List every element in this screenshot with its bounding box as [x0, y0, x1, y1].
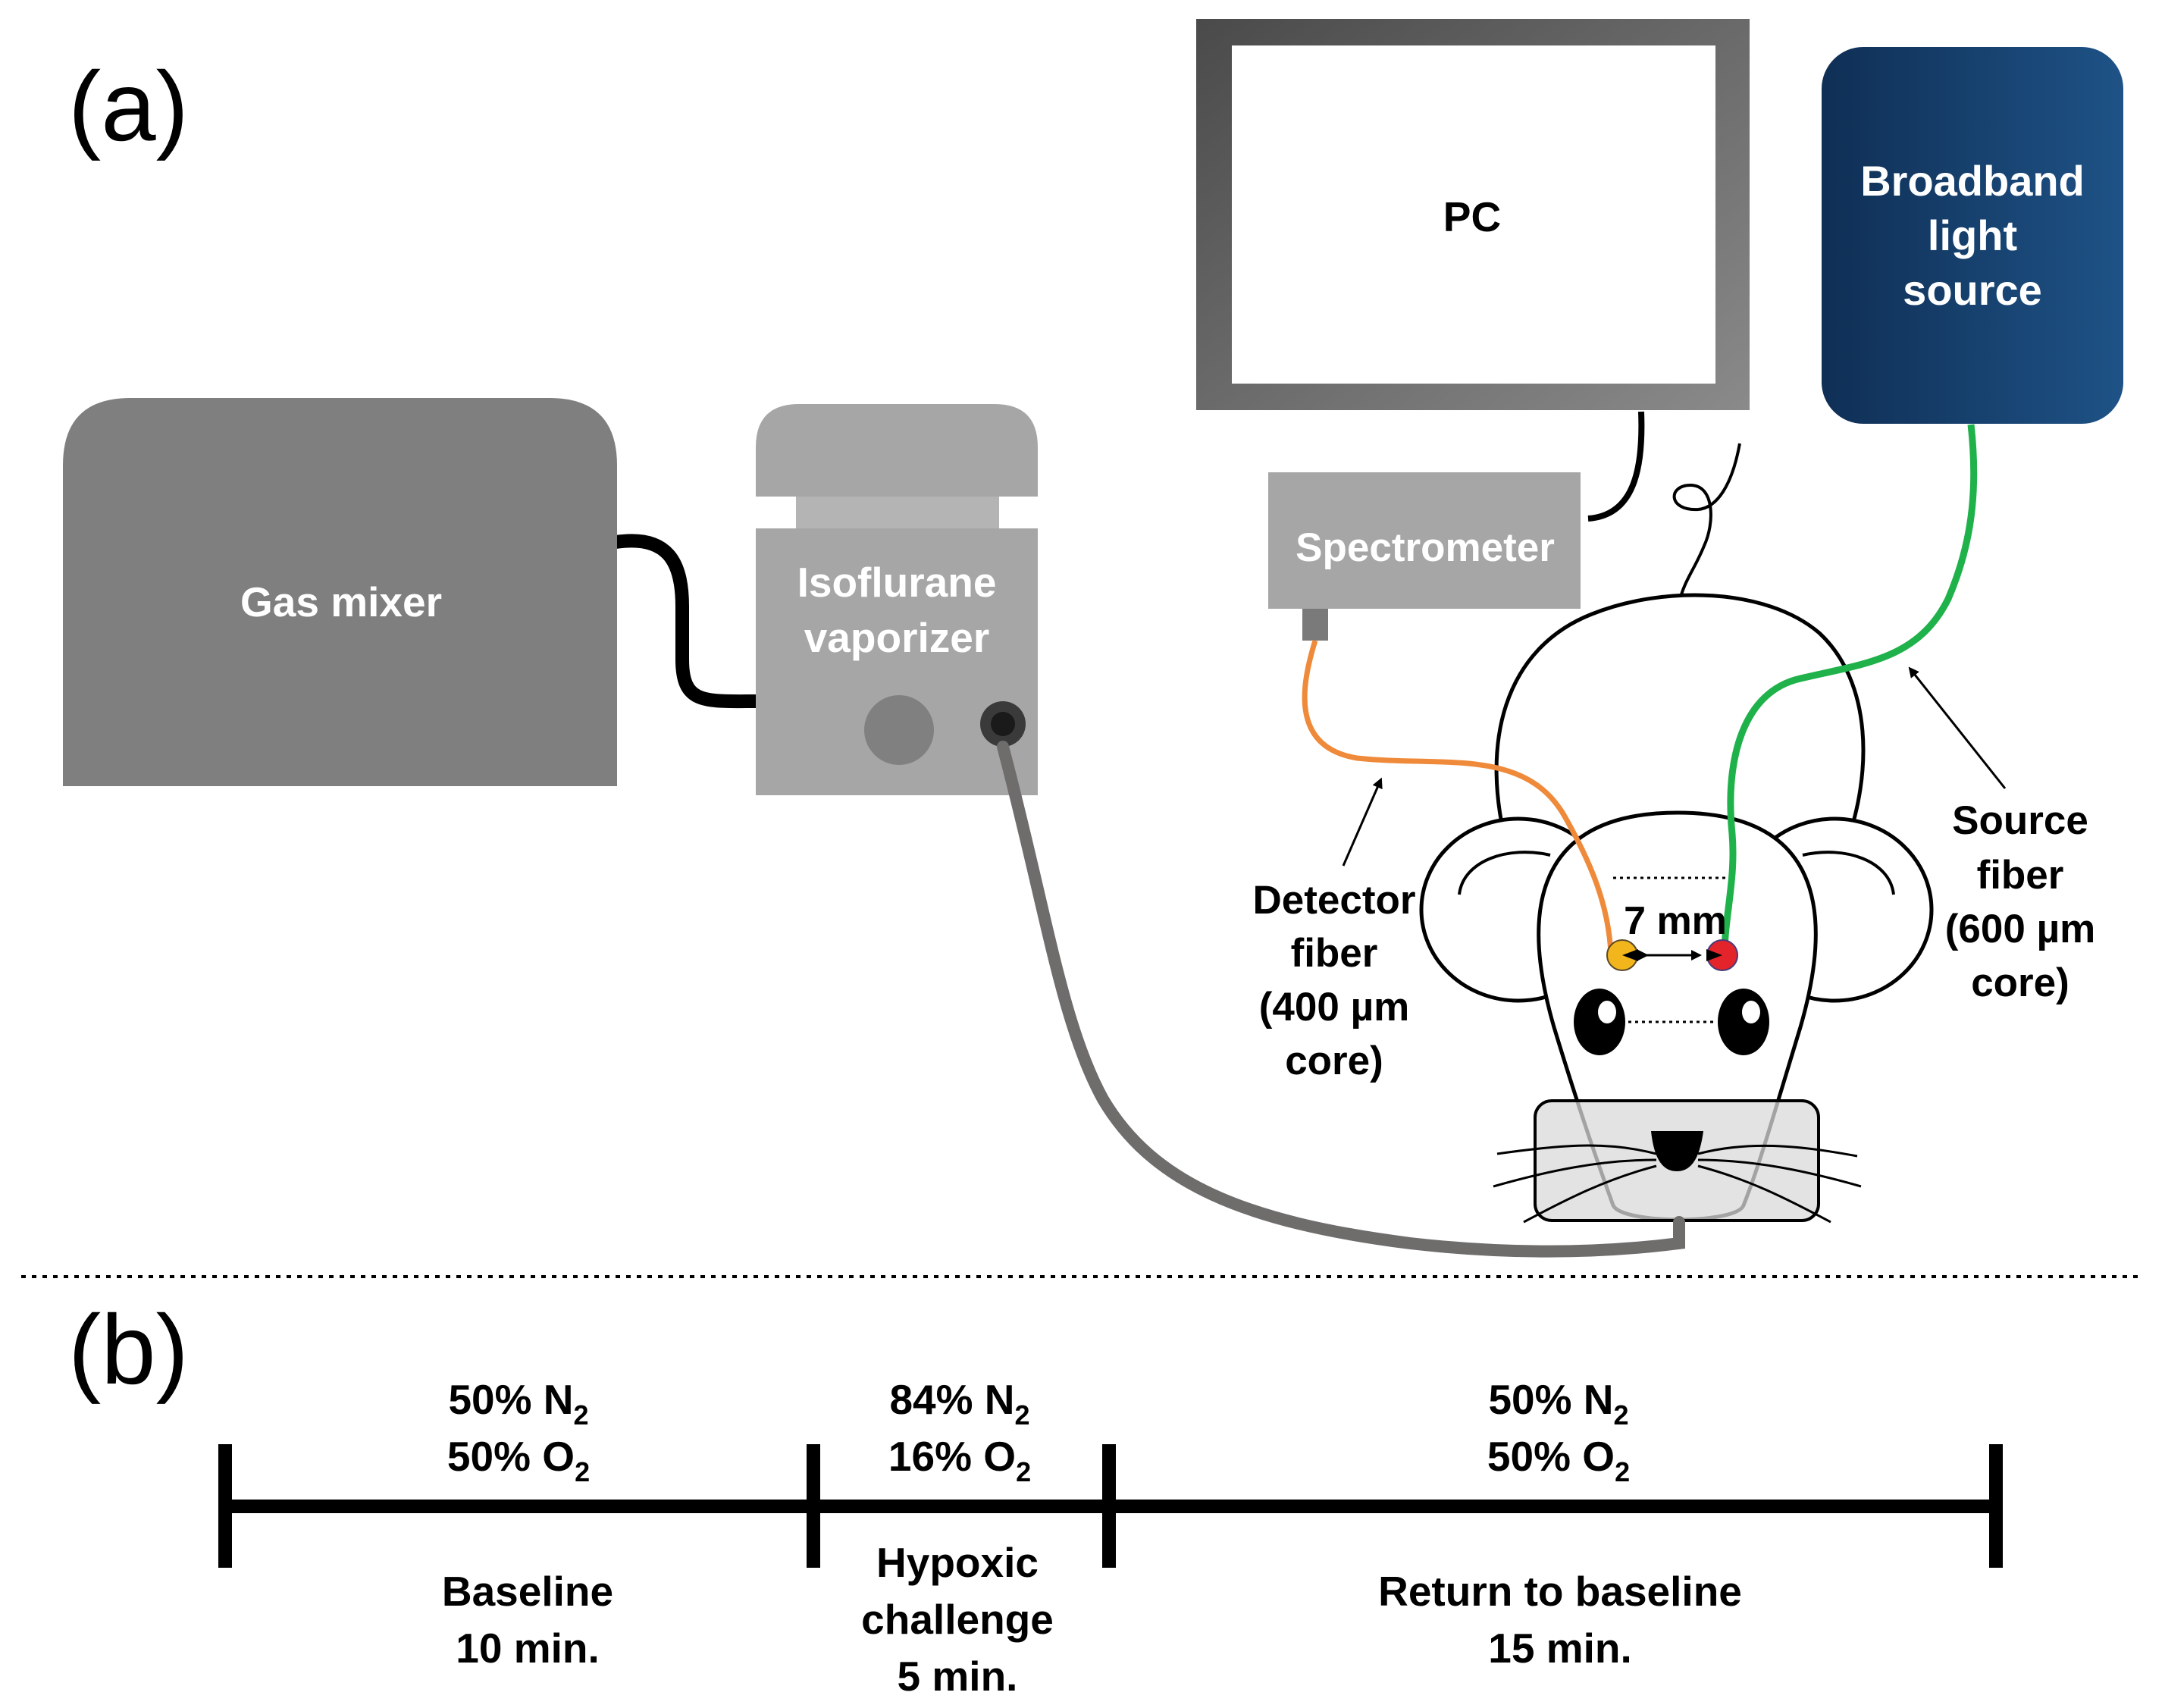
- phase-baseline: 50% N2 50% O2 Baseline 10 min.: [442, 1376, 613, 1672]
- mouse-body: [1494, 593, 1866, 854]
- phase-gas-n2: 84% N2: [889, 1376, 1029, 1431]
- broadband-light-source: Broadband light source: [1822, 47, 2123, 424]
- mouse-right-eye: [1718, 989, 1769, 1055]
- isoflurane-vaporizer: Isoflurane vaporizer: [756, 404, 1038, 795]
- detector-fiber-label: Detector fiber (400 µm core): [1252, 878, 1415, 1083]
- spectrometer-label: Spectrometer: [1296, 525, 1555, 570]
- fiber-distance-label: 7 mm: [1624, 899, 1727, 943]
- mouse-left-eye: [1574, 989, 1625, 1055]
- mouse-tail: [1672, 443, 1741, 603]
- detector-label-line1: Detector: [1252, 878, 1415, 923]
- source-label-line4: core): [1971, 961, 2069, 1005]
- pc-monitor: PC: [1196, 19, 1750, 410]
- phase-gas-o2: 50% O2: [447, 1433, 590, 1487]
- pc-spectrometer-cable: [1587, 411, 1645, 522]
- vaporizer-label-line2: vaporizer: [804, 614, 990, 661]
- phase-name-line3: 5 min.: [898, 1653, 1018, 1700]
- source-label-line1: Source: [1952, 798, 2088, 843]
- phase-return: 50% N2 50% O2 Return to baseline 15 min.: [1378, 1376, 1742, 1672]
- detector-label-line3: (400 µm: [1259, 985, 1409, 1030]
- phase-name-line1: Return to baseline: [1378, 1568, 1742, 1615]
- source-fiber-tip: [1706, 939, 1738, 971]
- source-pointer-arrow: [1908, 666, 2007, 789]
- phase-name-line1: Baseline: [442, 1568, 613, 1615]
- vaporizer-label-line1: Isoflurane: [797, 559, 997, 606]
- vaporizer-dial-icon: [864, 695, 934, 765]
- gas-mixer: Gas mixer: [63, 398, 617, 786]
- source-label-line3: (600 µm: [1945, 907, 2095, 951]
- phase-name-line2: 10 min.: [456, 1625, 600, 1672]
- source-fiber-cable: [1721, 424, 1978, 954]
- source-fiber-label: Source fiber (600 µm core): [1945, 798, 2095, 1005]
- phase-gas-o2: 50% O2: [1487, 1433, 1630, 1487]
- spectrometer: Spectrometer: [1268, 472, 1581, 641]
- broadband-label-line1: Broadband: [1860, 157, 2085, 205]
- detector-pointer-arrow: [1342, 777, 1383, 867]
- detector-fiber-cable: [1302, 639, 1614, 954]
- detector-label-line2: fiber: [1291, 931, 1378, 976]
- phase-gas-n2: 50% N2: [1488, 1376, 1628, 1431]
- detector-label-line4: core): [1285, 1039, 1383, 1083]
- mouse-whiskers: [1493, 1144, 1862, 1224]
- phase-name-line2: challenge: [861, 1596, 1054, 1643]
- panel-a-label: (a): [68, 51, 189, 161]
- phase-gas-o2: 16% O2: [888, 1433, 1031, 1487]
- anesthesia-tube: [997, 741, 1685, 1258]
- gas-mixer-label: Gas mixer: [240, 578, 442, 625]
- broadband-label-line3: source: [1903, 266, 2042, 314]
- broadband-label-line2: light: [1928, 212, 2017, 259]
- source-label-line2: fiber: [1977, 853, 2064, 898]
- phase-name-line2: 15 min.: [1488, 1625, 1632, 1672]
- phase-gas-n2: 50% N2: [448, 1376, 588, 1431]
- pc-label: PC: [1443, 193, 1501, 240]
- phase-name-line1: Hypoxic: [876, 1539, 1039, 1586]
- detector-fiber-tip: [1606, 939, 1638, 971]
- gas-hose: [609, 534, 765, 709]
- phase-hypoxic: 84% N2 16% O2 Hypoxic challenge 5 min.: [861, 1376, 1054, 1700]
- panel-b-label: (b): [68, 1294, 189, 1405]
- mouse-nose: [1651, 1131, 1703, 1171]
- timeline: [218, 1444, 2003, 1568]
